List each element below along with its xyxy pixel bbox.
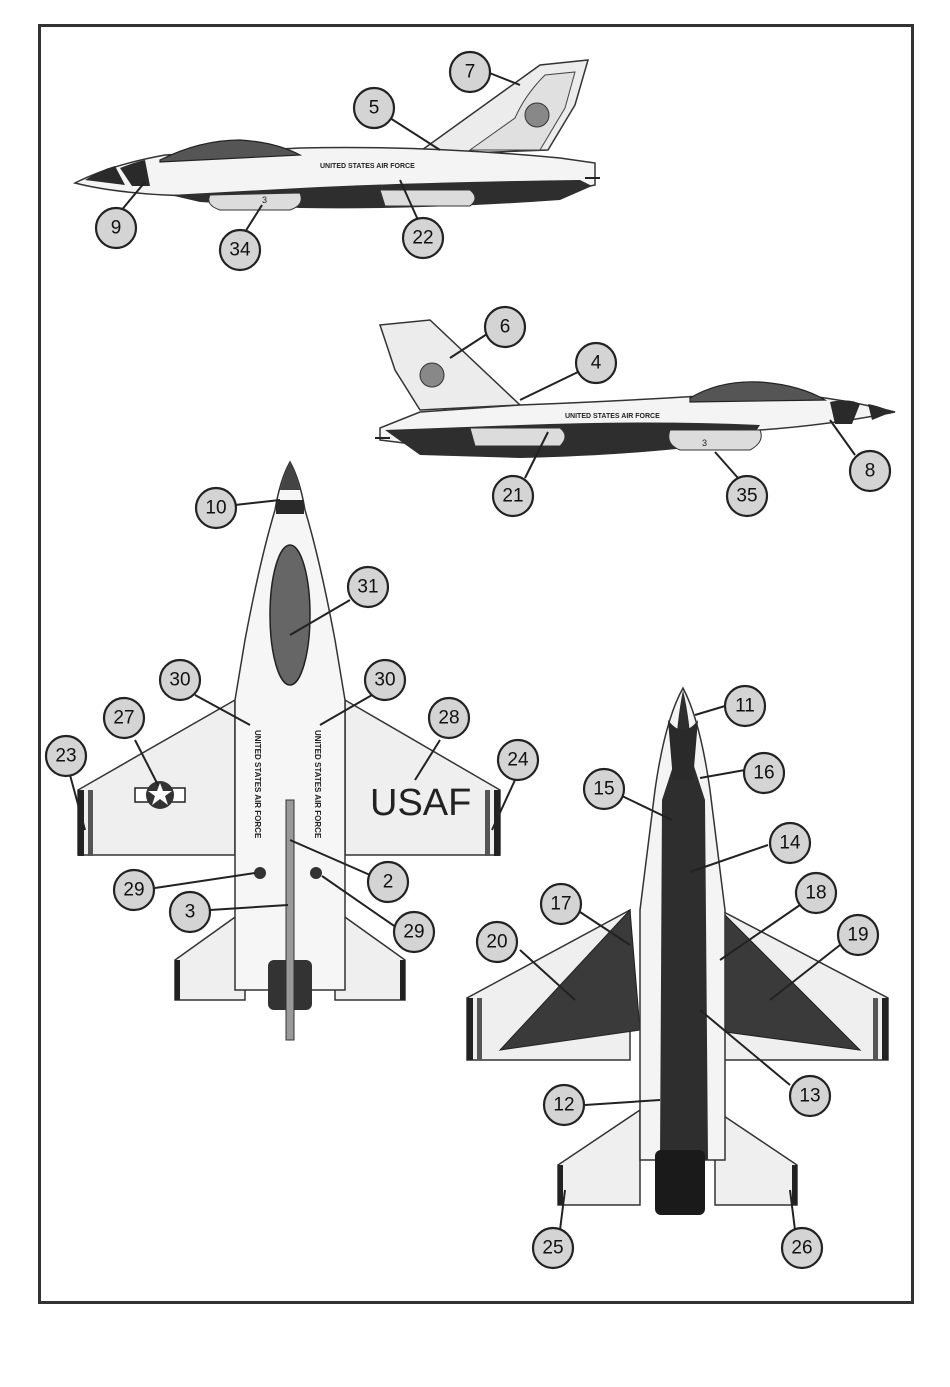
tank-number-1: 3	[262, 195, 267, 205]
usaf-wing-text: USAF	[370, 782, 471, 824]
svg-text:28: 28	[438, 708, 459, 729]
callout-7: 7	[450, 52, 490, 92]
svg-text:21: 21	[502, 486, 523, 507]
canopy-top	[270, 545, 310, 685]
callout-13: 13	[790, 1076, 830, 1116]
svg-text:5: 5	[369, 98, 380, 119]
svg-text:9: 9	[111, 218, 122, 239]
callout-6: 6	[485, 307, 525, 347]
fuselage-marking-top-left: UNITED STATES AIR FORCE	[253, 730, 262, 839]
side-view-right-profile: UNITED STATES AIR FORCE 3	[375, 320, 895, 458]
svg-text:24: 24	[507, 750, 529, 771]
callout-31: 31	[348, 567, 388, 607]
svg-text:11: 11	[735, 696, 755, 717]
callout-29-left: 29	[114, 870, 154, 910]
callout-27: 27	[104, 698, 144, 738]
svg-text:26: 26	[791, 1238, 812, 1259]
callout-5: 5	[354, 88, 394, 128]
svg-text:4: 4	[591, 353, 602, 374]
svg-text:29: 29	[123, 880, 144, 901]
svg-text:23: 23	[55, 746, 76, 767]
callout-30-right: 30	[365, 660, 405, 700]
svg-text:30: 30	[169, 670, 190, 691]
svg-text:16: 16	[753, 763, 774, 784]
callout-18: 18	[796, 873, 836, 913]
callout-26: 26	[782, 1228, 822, 1268]
callout-9: 9	[96, 208, 136, 248]
svg-text:25: 25	[542, 1238, 563, 1259]
svg-text:15: 15	[593, 779, 614, 800]
callout-21: 21	[493, 476, 533, 516]
callout-12: 12	[544, 1085, 584, 1125]
callout-11: 11	[725, 686, 765, 726]
svg-text:6: 6	[500, 317, 511, 338]
callout-16: 16	[744, 753, 784, 793]
svg-text:29: 29	[403, 922, 424, 943]
callout-8: 8	[850, 451, 890, 491]
callout-3: 3	[170, 892, 210, 932]
callout-17: 17	[541, 884, 581, 924]
canopy-side-2	[690, 382, 825, 402]
fuselage-marking-top-right: UNITED STATES AIR FORCE	[313, 730, 322, 839]
callout-34: 34	[220, 230, 260, 270]
callout-35: 35	[727, 476, 767, 516]
callout-2: 2	[368, 862, 408, 902]
callout-25: 25	[533, 1228, 573, 1268]
callout-24: 24	[498, 740, 538, 780]
svg-text:20: 20	[486, 932, 507, 953]
svg-text:2: 2	[383, 872, 394, 893]
right-stab-bottom	[715, 1110, 797, 1205]
callout-30-left: 30	[160, 660, 200, 700]
callout-22: 22	[403, 218, 443, 258]
svg-text:35: 35	[736, 486, 757, 507]
callout-28: 28	[429, 698, 469, 738]
svg-text:7: 7	[465, 62, 476, 83]
svg-text:14: 14	[779, 833, 801, 854]
svg-text:27: 27	[113, 708, 134, 729]
svg-text:34: 34	[229, 240, 251, 261]
callout-23: 23	[46, 736, 86, 776]
callout-29-right: 29	[394, 912, 434, 952]
svg-text:3: 3	[185, 902, 196, 923]
left-wing-top	[78, 700, 235, 855]
callout-19: 19	[838, 915, 878, 955]
svg-text:19: 19	[847, 925, 868, 946]
svg-text:12: 12	[553, 1095, 574, 1116]
side-view-left-profile: UNITED STATES AIR FORCE 3	[75, 60, 600, 210]
svg-text:18: 18	[805, 883, 826, 904]
svg-text:31: 31	[357, 577, 378, 598]
callout-4: 4	[576, 343, 616, 383]
svg-text:22: 22	[412, 228, 433, 249]
svg-text:13: 13	[799, 1086, 820, 1107]
fuselage-marking-text-2: UNITED STATES AIR FORCE	[565, 413, 660, 420]
svg-text:10: 10	[205, 498, 226, 519]
svg-text:17: 17	[550, 894, 571, 915]
svg-text:30: 30	[374, 670, 395, 691]
right-wing-top	[345, 700, 500, 855]
fuel-tank-side	[209, 193, 302, 210]
svg-text:8: 8	[865, 461, 876, 482]
callout-15: 15	[584, 769, 624, 809]
fuselage-marking-text-1: UNITED STATES AIR FORCE	[320, 163, 415, 170]
callout-10: 10	[196, 488, 236, 528]
tank-number-2: 3	[702, 438, 707, 448]
callout-20: 20	[477, 922, 517, 962]
fuel-tank-side-2	[669, 430, 762, 450]
callout-14: 14	[770, 823, 810, 863]
